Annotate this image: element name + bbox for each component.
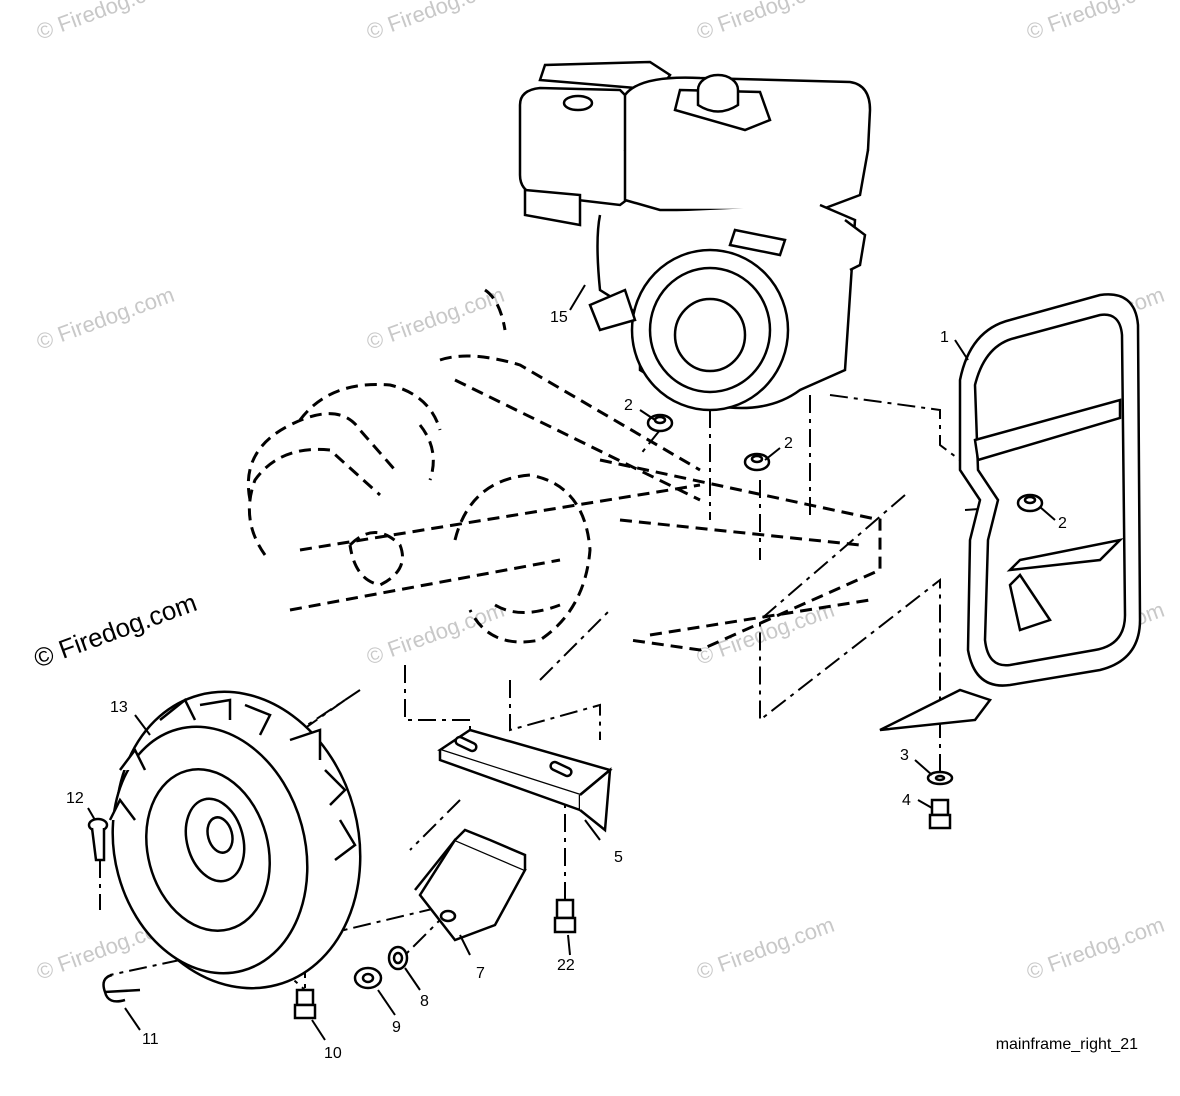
callout-2: 2: [624, 397, 633, 414]
callout-2: 2: [1058, 515, 1067, 532]
diagram-caption: mainframe_right_21: [995, 1036, 1138, 1053]
watermark: © Firedog.com: [1023, 0, 1167, 45]
bracket: [437, 728, 613, 833]
callout-2: 2: [784, 435, 793, 452]
callout-22: 22: [557, 957, 575, 974]
callout-8: 8: [420, 993, 429, 1010]
weight-block: [414, 828, 527, 942]
callout-12: 12: [66, 790, 84, 807]
watermark: © Firedog.com: [693, 912, 837, 985]
watermark-main: © Firedog.com: [30, 587, 201, 674]
watermark: © Firedog.com: [693, 597, 837, 670]
callout-13: 13: [110, 699, 128, 716]
watermark: © Firedog.com: [363, 0, 507, 45]
callout-10: 10: [324, 1045, 342, 1062]
callout-1: 1: [940, 329, 949, 346]
callout-5: 5: [614, 849, 623, 866]
callout-9: 9: [392, 1019, 401, 1036]
watermark: © Firedog.com: [1023, 912, 1167, 985]
callout-11: 11: [142, 1031, 159, 1048]
hardware: [87, 413, 1044, 1020]
callout-3: 3: [900, 747, 909, 764]
watermark: © Firedog.com: [33, 0, 177, 45]
callout-15: 15: [550, 309, 568, 326]
watermark: © Firedog.com: [363, 282, 507, 355]
watermark: © Firedog.com: [693, 0, 837, 45]
callout-4: 4: [902, 792, 911, 809]
watermark: © Firedog.com: [33, 282, 177, 355]
callout-7: 7: [476, 965, 485, 982]
tiller-frame-phantom: [246, 288, 882, 652]
front-bumper: [879, 293, 1142, 732]
engine: [518, 60, 872, 412]
leader-lines: [87, 284, 1056, 1041]
callouts: 1 2 2 2 3 4 5 7 8 9 10 11 12 13 15 22: [66, 309, 1067, 1062]
wheel: [108, 690, 362, 990]
watermark: © Firedog.com: [363, 597, 507, 670]
